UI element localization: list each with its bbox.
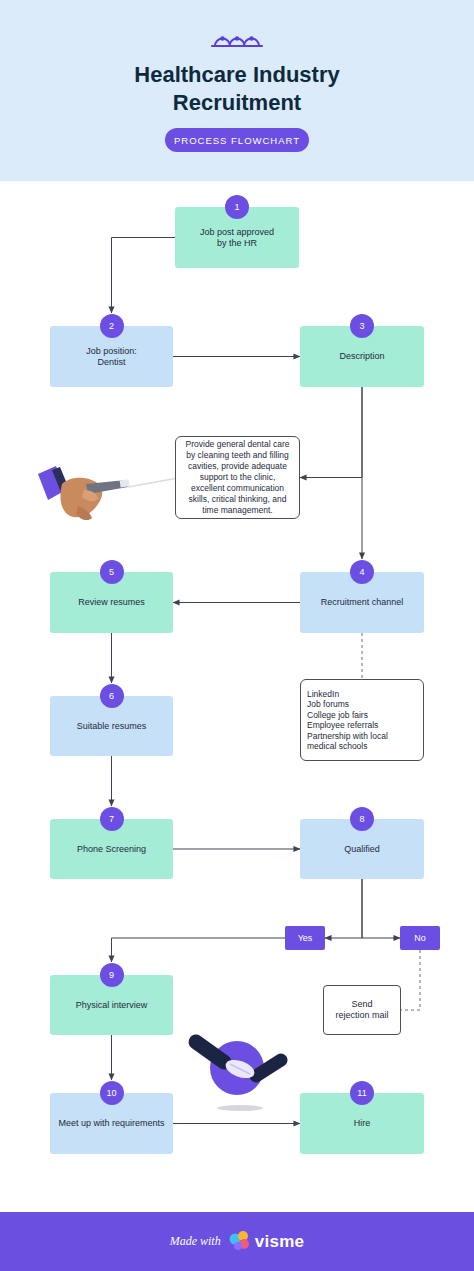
connector (111, 756, 112, 806)
process-box: Review resumes5 (50, 572, 173, 633)
decision-box: Qualified8 (300, 819, 424, 879)
step-number: 8 (350, 807, 374, 831)
connector (173, 602, 300, 603)
node-text: 11 (357, 1088, 366, 1099)
hand-pointer-illustration (38, 466, 178, 520)
node-text: Qualified (344, 844, 380, 855)
node-text: 8 (359, 814, 364, 825)
connector (362, 879, 400, 938)
step-number: 1 (225, 195, 249, 219)
connector (300, 387, 362, 478)
connector (325, 879, 362, 938)
node-text: Job forums (307, 699, 349, 710)
node-text: Yes (298, 933, 313, 944)
node-text: 6 (109, 691, 114, 702)
process-box: Hire11 (300, 1093, 424, 1154)
node-text: PROCESS FLOWCHART (174, 135, 300, 146)
node-text: 2 (109, 321, 114, 332)
node-text: Made with (170, 1236, 221, 1247)
node-text: 9 (109, 970, 114, 981)
handshake-illustration (196, 1041, 281, 1111)
node-text: 10 (106, 1088, 116, 1099)
node-text: Provide general dental care by cleaning … (182, 439, 293, 516)
step-number: 10 (100, 1081, 124, 1105)
node-text: Description (339, 351, 384, 362)
top-icon (212, 37, 262, 46)
node-text: 3 (359, 321, 364, 332)
node-text: Review resumes (78, 597, 145, 608)
answer-box: No (400, 926, 440, 950)
process-box: Job post approved by the HR1 (175, 207, 299, 268)
answer-box: Yes (285, 926, 325, 950)
connector (173, 1123, 300, 1124)
connector (362, 633, 363, 679)
connector (173, 356, 300, 357)
process-box: Job position: Dentist2 (50, 326, 173, 387)
step-number: 3 (350, 314, 374, 338)
step-number: 2 (100, 314, 124, 338)
connector (112, 938, 286, 962)
node-text: Job post approved by the HR (193, 227, 281, 249)
node-text: 1 (234, 202, 239, 213)
connector (111, 1035, 112, 1080)
node-text: 4 (359, 567, 364, 578)
node-text: Job position: Dentist (78, 346, 145, 368)
node-text: 7 (109, 814, 114, 825)
step-number: 9 (100, 963, 124, 987)
connector (173, 849, 300, 850)
node-text: Recruitment channel (321, 597, 404, 608)
outcome-box: Send rejection mail (323, 985, 401, 1035)
process-box: Suitable resumes6 (50, 696, 173, 756)
step-number: 6 (100, 684, 124, 708)
note-box: Provide general dental care by cleaning … (175, 436, 300, 519)
process-box: Description3 (300, 326, 424, 387)
badge-pill: PROCESS FLOWCHART (165, 128, 309, 152)
process-box: Recruitment channel4 (300, 572, 424, 633)
node-text: visme (255, 1236, 305, 1247)
step-number: 4 (350, 560, 374, 584)
node-text: 5 (109, 567, 114, 578)
process-box: Meet up with requirements10 (50, 1093, 173, 1154)
node-text: Physical interview (76, 1000, 148, 1011)
step-number: 5 (100, 560, 124, 584)
process-box: Phone Screening7 (50, 819, 173, 879)
node-text: Employee referrals (307, 720, 378, 731)
step-number: 11 (350, 1081, 374, 1105)
title: Healthcare Industry Recruitment (97, 61, 377, 117)
note-list-box: LinkedInJob forumsCollege job fairsEmplo… (300, 679, 424, 761)
connector (401, 950, 420, 1010)
process-box: Physical interview9 (50, 975, 173, 1035)
connector (111, 633, 112, 683)
node-text: No (414, 933, 426, 944)
connector (112, 238, 176, 314)
node-text: Meet up with requirements (58, 1118, 164, 1129)
node-text: Suitable resumes (77, 721, 147, 732)
node-text: LinkedIn (307, 689, 339, 700)
node-text: Hire (354, 1118, 371, 1129)
node-text: Send rejection mail (331, 999, 393, 1021)
node-text: Phone Screening (77, 844, 146, 855)
node-text: College job fairs (307, 710, 368, 721)
step-number: 7 (100, 807, 124, 831)
node-text: Partnership with local medical schools (307, 731, 417, 752)
connector (362, 387, 363, 559)
